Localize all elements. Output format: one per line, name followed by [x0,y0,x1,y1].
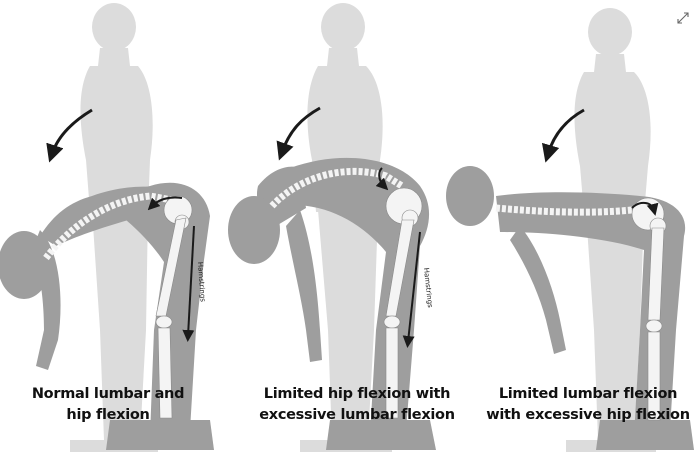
caption-line: Normal lumbar and [31,386,185,402]
pelvis-rotation-arrow [147,196,183,211]
caption-line: hip flexion [66,407,150,423]
caption-line: with excessive hip flexion [486,407,690,423]
bent-silhouette [446,166,694,450]
skeleton [269,167,423,419]
standing-silhouette [70,3,158,452]
expand-arrows-icon[interactable] [675,10,691,26]
caption-line: Limited lumbar flexion [498,386,678,402]
hamstring-label: Hamstrings [196,262,207,303]
panel-limited-lumbar-flexion [446,8,694,452]
motion-arrow-icon [46,108,93,163]
caption-line: excessive lumbar flexion [259,407,455,423]
hamstring-label: Hamstrings [422,267,434,308]
skeleton [43,192,193,419]
hamstring-stretch-arrow [182,225,195,342]
caption-line: Limited hip flexion with [263,386,451,402]
motion-arrow-icon [541,108,585,163]
caption-limited-lumbar-flexion: Limited lumbar flexion with excessive hi… [482,384,694,426]
panel-normal-flexion: Hamstrings [0,3,214,452]
motion-arrow-icon [276,106,321,161]
pelvis-rotation-arrow [375,167,389,191]
pelvis-rotation-arrow [631,202,659,216]
hamstring-stretch-arrow [402,231,421,348]
skeleton [495,197,667,421]
caption-limited-hip-flexion: Limited hip flexion with excessive lumba… [252,384,462,426]
panel-limited-hip-flexion: Hamstrings [228,3,436,452]
caption-normal-flexion: Normal lumbar and hip flexion [18,384,198,426]
